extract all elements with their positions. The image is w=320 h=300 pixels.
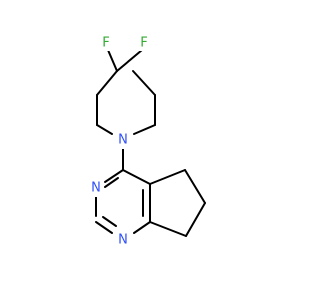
pyrimidine-nitrogen-atom: N [87,179,104,197]
bond-c4-n3 [104,169,124,183]
nitrogen-label: N [91,181,101,196]
bond-c5-c6 [184,169,206,204]
molecule-structure: F F N N N [87,35,206,249]
bond-c4a-c4 [122,169,151,185]
pyrimidine-nitrogen-atom: N [115,231,132,249]
bond-c4-n3-double [104,177,119,188]
bond-c2-n1-double [102,216,117,227]
bond-c4a-c5 [149,169,186,185]
bond-cf2-f2 [116,49,143,72]
bond-c2a-n [96,124,113,135]
bond-cf2-f1 [107,49,118,72]
bond-c7-c7a [149,221,187,237]
fluorine-label: F [140,36,147,51]
bond-n-c2b [133,124,156,135]
bond-cf2-c3a [96,70,118,96]
bond-layer [95,49,206,237]
fluorine-label: F [102,36,109,51]
bond-c6-c7 [185,202,206,237]
bond-n1-c7a [133,221,151,234]
piperidine-nitrogen-atom: N [115,131,132,149]
fluorine-atom: F [100,35,114,51]
bond-c3b-cf2 [132,70,156,96]
atom-labels: F F N N N [87,35,151,249]
nitrogen-label: N [118,233,128,248]
nitrogen-label: N [118,133,128,148]
bond-c2-n1 [95,221,113,234]
fluorine-atom: F [137,35,151,51]
